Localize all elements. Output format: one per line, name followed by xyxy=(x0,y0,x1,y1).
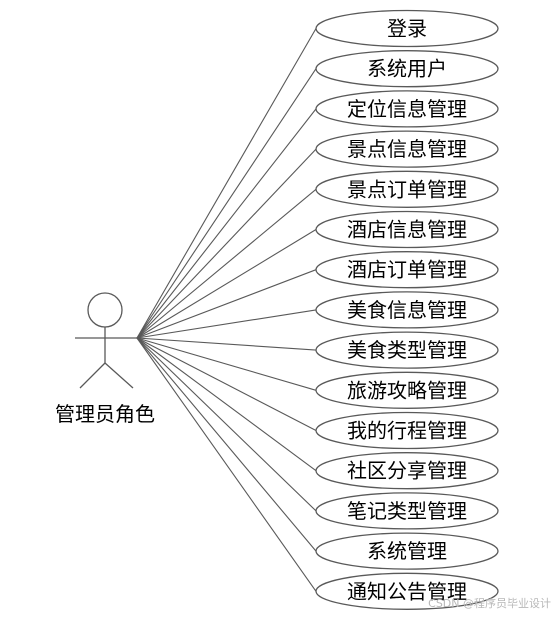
use-case-ellipse xyxy=(315,210,499,249)
association-line xyxy=(136,337,317,592)
use-case-label: 系统管理 xyxy=(367,539,447,563)
use-case-label: 旅游攻略管理 xyxy=(347,378,467,402)
association-line xyxy=(136,337,317,351)
use-case-label: 美食信息管理 xyxy=(347,298,467,322)
use-case-ellipse xyxy=(315,411,499,450)
association-line xyxy=(136,337,317,391)
watermark: CSDN @程序员毕业设计 xyxy=(428,597,551,610)
association-line xyxy=(136,337,317,472)
actor-left-leg xyxy=(79,362,106,389)
actor-figure: 管理员角色 xyxy=(55,292,155,426)
use-case-label: 酒店信息管理 xyxy=(347,218,467,242)
use-case-label: 登录 xyxy=(387,17,427,41)
association-line xyxy=(136,148,317,339)
use-case-ellipse xyxy=(315,291,499,329)
use-case-ellipse xyxy=(315,331,499,369)
association-line xyxy=(136,337,317,512)
actor-label: 管理员角色 xyxy=(55,402,155,426)
use-case-label: 美食类型管理 xyxy=(347,338,467,362)
association-line xyxy=(136,68,317,339)
use-case-ellipse xyxy=(315,251,499,289)
actor-right-leg xyxy=(104,362,134,389)
use-case-label: 景点订单管理 xyxy=(347,177,467,201)
use-case-ellipse xyxy=(315,9,499,48)
use-case-ellipse xyxy=(315,371,499,409)
use-case-label: 通知公告管理 xyxy=(347,579,467,603)
association-line xyxy=(136,337,317,552)
use-case-ellipse xyxy=(315,130,499,168)
association-line xyxy=(136,269,317,339)
association-lines xyxy=(136,28,317,592)
use-case-ellipse xyxy=(315,492,499,530)
association-line xyxy=(136,188,317,339)
use-case-label: 系统用户 xyxy=(367,57,447,81)
association-line xyxy=(136,337,317,431)
use-case-label: 社区分享管理 xyxy=(347,459,467,483)
association-line xyxy=(136,229,317,339)
use-case-ellipse xyxy=(315,170,499,208)
use-case-label: 笔记类型管理 xyxy=(347,499,467,523)
use-case-label: 定位信息管理 xyxy=(347,97,467,121)
use-case-ellipse xyxy=(315,90,499,128)
association-line xyxy=(136,108,317,339)
association-line xyxy=(136,309,317,339)
use-case-label: 我的行程管理 xyxy=(347,419,467,443)
actor-head xyxy=(87,292,123,328)
association-line xyxy=(136,28,317,339)
use-case-ellipse xyxy=(315,572,499,610)
use-case-ellipse xyxy=(315,532,499,570)
use-case-ellipse xyxy=(315,50,499,88)
use-case-label: 景点信息管理 xyxy=(347,137,467,161)
use-case-ellipse xyxy=(315,452,499,490)
use-case-group: 登录系统用户定位信息管理景点信息管理景点订单管理酒店信息管理酒店订单管理美食信息… xyxy=(315,9,499,610)
use-case-label: 酒店订单管理 xyxy=(347,258,467,282)
